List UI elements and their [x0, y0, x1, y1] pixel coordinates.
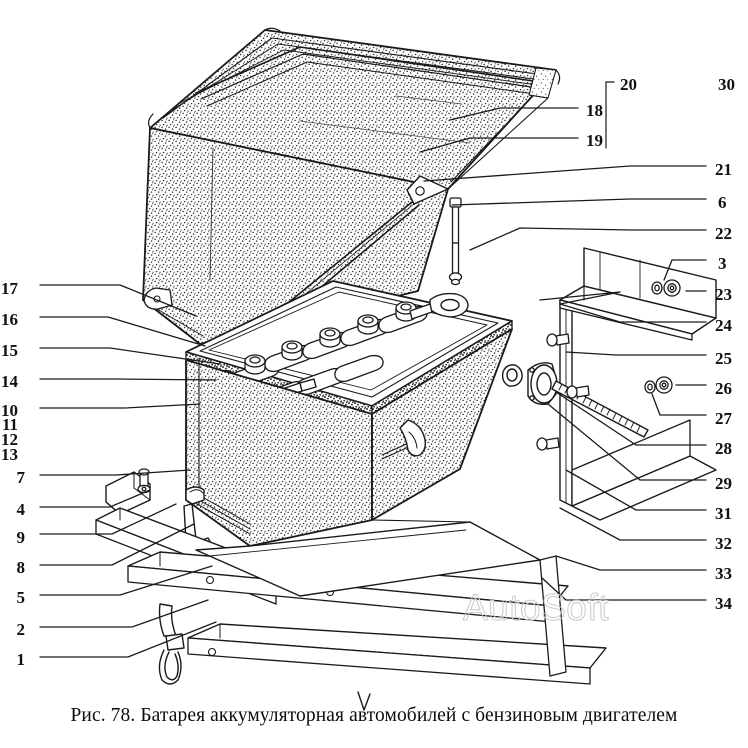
callout-number-18: 18: [586, 101, 603, 120]
callout-number-23: 23: [715, 285, 732, 304]
callout-number-6: 6: [718, 193, 727, 212]
callout-number-10: 10: [1, 401, 18, 420]
callout-number-14: 14: [1, 372, 18, 391]
callout-number-1: 1: [16, 650, 26, 669]
callout-number-17: 17: [1, 279, 18, 298]
callout-number-5: 5: [16, 588, 26, 607]
callout-number-29: 29: [715, 474, 732, 493]
callout-number-25: 25: [715, 349, 732, 368]
figure-caption: Рис. 78. Батарея аккумуляторная автомоби…: [70, 705, 678, 726]
callout-number-32: 32: [715, 534, 732, 553]
callout-number-31: 31: [715, 504, 732, 523]
holddown-bolt: [448, 197, 463, 286]
callout-number-15: 15: [1, 341, 18, 360]
callout-number-19: 19: [586, 131, 603, 150]
callout-number-33: 33: [715, 564, 732, 583]
callout-number-12: 12: [1, 430, 18, 449]
callout-number-3: 3: [718, 254, 727, 273]
callout-number-16: 16: [1, 310, 18, 329]
callout-number-22: 22: [715, 224, 732, 243]
callout-number-34: 34: [715, 594, 732, 613]
chassis-tray-left: [95, 468, 607, 685]
callout-number-2: 2: [16, 620, 26, 639]
callout-number-30: 30: [718, 75, 735, 94]
battery-case-body: [185, 197, 513, 547]
callout-number-13: 13: [1, 445, 18, 464]
leader-lines: [39, 81, 707, 711]
mounting-frame-right: [501, 247, 717, 521]
callout-number-9: 9: [16, 528, 26, 547]
battery-cover-lid: [142, 27, 561, 345]
callout-number-26: 26: [715, 379, 732, 398]
callout-number-11: 11: [1, 415, 18, 434]
callout-number-20: 20: [620, 75, 637, 94]
callout-number-28: 28: [715, 439, 732, 458]
callout-number-8: 8: [16, 558, 26, 577]
callout-number-7: 7: [16, 468, 26, 487]
callout-number-27: 27: [715, 409, 732, 428]
callout-number-24: 24: [715, 316, 732, 335]
callout-number-21: 21: [715, 160, 732, 179]
callout-number-4: 4: [16, 500, 26, 519]
